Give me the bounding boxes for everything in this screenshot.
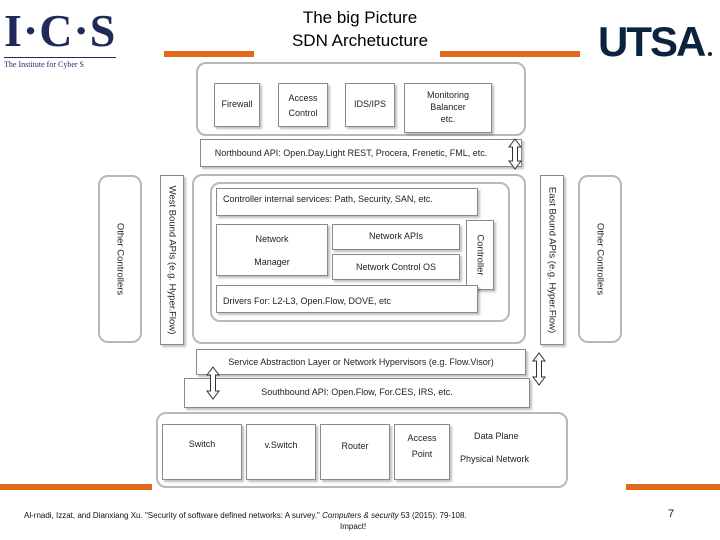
switch-box: Switch: [162, 424, 242, 480]
network-apis-box: Network APIs: [332, 224, 460, 250]
citation-main: Al-rnadi, Izzat, and Dianxiang Xu. "Secu…: [24, 511, 320, 520]
vswitch-box: v.Switch: [246, 424, 316, 480]
service-abstraction-layer-label: Service Abstraction Layer or Network Hyp…: [228, 357, 494, 367]
southbound-api-label: Southbound API: Open.Flow, For.CES, IRS,…: [261, 387, 453, 397]
other-controllers-left-box: [98, 175, 142, 343]
controller-vertical-label: Controller: [474, 234, 486, 276]
slide-title-line1: The big Picture: [302, 8, 418, 27]
ids-ips-label: IDS/IPS: [353, 99, 386, 109]
service-abstraction-layer-bar: Service Abstraction Layer or Network Hyp…: [196, 349, 526, 375]
controller-vertical-box: [466, 220, 494, 290]
controller-internal-services-label: Controller internal services: Path, Secu…: [223, 194, 433, 204]
other-controllers-left-label: Other Controllers: [114, 222, 126, 296]
citation-impact: Impact!: [340, 522, 367, 531]
network-apis-label: Network APIs: [368, 231, 424, 241]
orange-divider-top-right: [440, 51, 580, 57]
ics-logo-underline: [4, 57, 116, 58]
access-point-label-2: Point: [411, 449, 433, 459]
monitoring-label-2: Balancer: [430, 102, 466, 112]
eastbound-api-label: East Bound APIs (e.g. Hyper.Flow): [546, 186, 558, 334]
westbound-api-box: [160, 175, 184, 345]
northbound-api-bar: Northbound API: Open.Day.Light REST, Pro…: [200, 139, 522, 167]
ics-logo: I·C·S: [4, 5, 117, 56]
monitoring-label-1: Monitoring: [426, 90, 470, 100]
network-control-os-box: Network Control OS: [332, 254, 460, 280]
drivers-bar: Drivers For: L2-L3, Open.Flow, DOVE, etc: [216, 285, 478, 313]
vswitch-label: v.Switch: [264, 440, 298, 450]
ics-logo-subtitle: The Institute for Cyber S: [4, 60, 84, 69]
westbound-api-label: West Bound APIs (e.g. Hyper.Flow): [166, 185, 178, 335]
access-control-box: Access Control: [278, 83, 328, 127]
access-control-label-2: Control: [288, 108, 318, 118]
citation-tail: 53 (2015): 79-108.: [400, 511, 467, 520]
switch-label: Switch: [188, 439, 216, 449]
network-control-os-label: Network Control OS: [355, 262, 437, 272]
other-controllers-right-label: Other Controllers: [594, 222, 606, 296]
access-point-label-1: Access: [407, 433, 437, 443]
slide-title: The big Picture SDN Archetucture: [240, 6, 480, 52]
slide-title-line2: SDN Archetucture: [291, 31, 429, 50]
orange-divider-bottom-left: [0, 484, 152, 490]
router-label: Router: [341, 441, 369, 451]
citation-journal: Computers & security: [322, 511, 399, 520]
physical-network-label: Physical Network: [460, 454, 530, 464]
router-box: Router: [320, 424, 390, 480]
citation: Al-rnadi, Izzat, and Dianxiang Xu. "Secu…: [24, 510, 584, 521]
other-controllers-right-box: [578, 175, 622, 343]
drivers-label: Drivers For: L2-L3, Open.Flow, DOVE, etc: [223, 296, 392, 306]
utsa-logo: UTSA: [598, 18, 706, 65]
eastbound-api-box: [540, 175, 564, 345]
up-down-arrow-icon: [206, 366, 220, 400]
network-manager-box: Network Manager: [216, 224, 328, 276]
page-number: 7: [668, 508, 675, 520]
utsa-logo-dot: [708, 52, 712, 56]
access-control-label-1: Access: [288, 93, 318, 103]
access-point-box: Access Point: [394, 424, 450, 480]
firewall-label: Firewall: [221, 99, 253, 109]
firewall-box: Firewall: [214, 83, 260, 127]
monitoring-box: Monitoring Balancer etc.: [404, 83, 492, 133]
southbound-api-bar: Southbound API: Open.Flow, For.CES, IRS,…: [184, 378, 530, 408]
data-plane-label: Data Plane: [474, 431, 519, 441]
monitoring-label-3: etc.: [440, 114, 456, 124]
up-down-arrow-icon: [508, 138, 522, 170]
ids-ips-box: IDS/IPS: [345, 83, 395, 127]
orange-divider-top-left: [164, 51, 254, 57]
orange-divider-bottom-right: [626, 484, 720, 490]
network-label: Network: [255, 234, 289, 244]
northbound-api-label: Northbound API: Open.Day.Light REST, Pro…: [214, 148, 488, 158]
controller-internal-services-bar: Controller internal services: Path, Secu…: [216, 188, 478, 216]
manager-label: Manager: [254, 257, 290, 267]
up-down-arrow-icon: [532, 352, 546, 386]
